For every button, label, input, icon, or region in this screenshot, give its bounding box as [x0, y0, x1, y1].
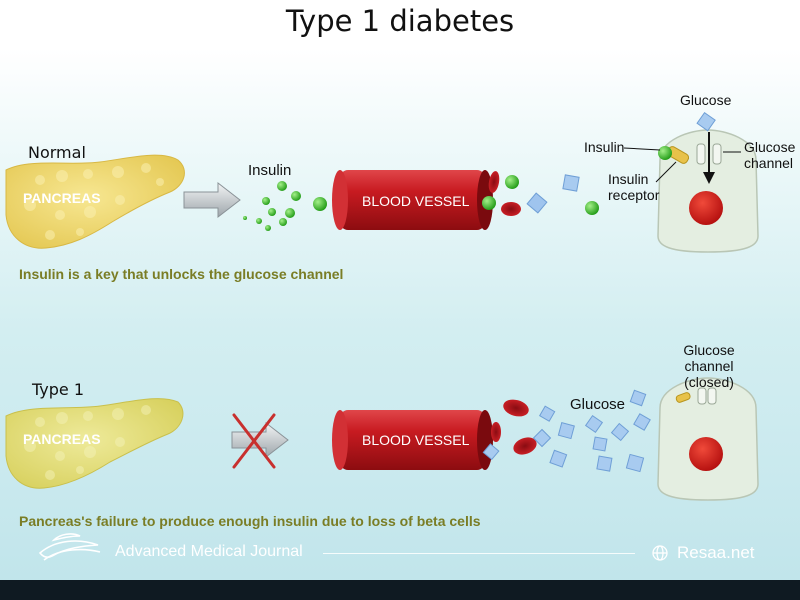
glucose-crowd-type1: [482, 389, 651, 473]
footer-divider: [323, 553, 635, 554]
glucose-label-normal: Glucose: [680, 92, 732, 108]
normal-caption: Insulin is a key that unlocks the glucos…: [19, 266, 344, 282]
pancreas-label-type1: PANCREAS: [23, 431, 101, 447]
vessel-label-normal: BLOOD VESSEL: [362, 193, 470, 209]
journal-logo-icon: [38, 533, 101, 561]
insulin-label-cell: Insulin: [584, 139, 625, 155]
cell-type1: [657, 377, 759, 501]
glucose-channel-closed-label: Glucose channel (closed): [683, 342, 735, 390]
cell-normal: [623, 111, 759, 253]
footer-journal-name: Advanced Medical Journal: [115, 543, 303, 560]
page-title: Type 1 diabetes: [285, 4, 515, 38]
globe-icon: [652, 545, 668, 561]
pancreas-type1: [5, 398, 184, 489]
insulin-label: Insulin: [248, 162, 292, 179]
glucose-channel-label: Glucose channel: [744, 139, 796, 171]
vessel-label-type1: BLOOD VESSEL: [362, 432, 470, 448]
cross-mark-icon: [232, 413, 276, 469]
glucose-label-type1: Glucose: [570, 396, 626, 413]
pancreas-label-normal: PANCREAS: [23, 190, 101, 206]
type1-heading: Type 1: [32, 380, 85, 399]
pancreas-normal: [5, 154, 185, 249]
insulin-molecules: [243, 181, 327, 231]
type1-caption: Pancreas's failure to produce enough ins…: [19, 513, 481, 529]
arrow-right-blocked: [231, 421, 289, 459]
insulin-receptor-label: Insulin receptor: [608, 171, 660, 203]
exiting-cells-normal: [482, 171, 599, 216]
normal-heading: Normal: [28, 143, 86, 162]
arrow-right-normal: [183, 181, 241, 219]
footer-site-link[interactable]: Resaa.net: [677, 543, 755, 562]
footer-bar: [0, 580, 800, 600]
